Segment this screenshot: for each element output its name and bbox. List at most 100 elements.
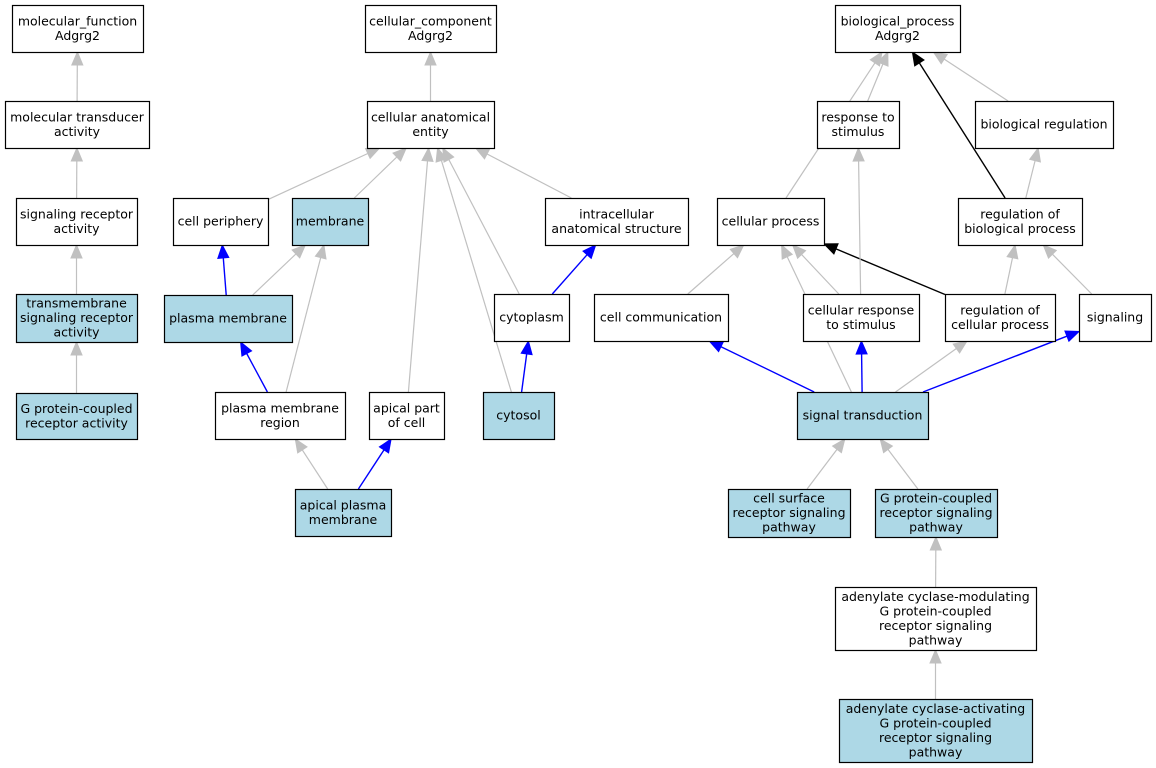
term-node-label-line: cellular process — [722, 214, 820, 229]
term-node-box — [593, 293, 730, 343]
term-node-label-line: Adgrg2 — [875, 28, 920, 43]
term-node-label-line: pathway — [909, 744, 963, 759]
term-node-box — [716, 197, 826, 247]
edge-line — [1051, 253, 1093, 295]
term-node-sig_trans[interactable]: signal transduction — [796, 391, 930, 441]
term-node-label-line: cellular response — [808, 302, 915, 317]
edge-resp_stim-to-bp_root — [867, 50, 889, 102]
term-node-box — [834, 4, 962, 54]
term-node-label-line: G protein-coupled — [879, 715, 991, 730]
term-node-label-line: biological process — [964, 221, 1076, 236]
edge-arrowhead — [520, 339, 533, 356]
edge-sig_trans-to-reg_cell — [895, 340, 969, 393]
term-node-signaling[interactable]: signaling — [1078, 293, 1153, 343]
term-node-box — [11, 4, 145, 54]
edge-arrowhead — [876, 50, 889, 67]
term-node-box — [294, 488, 393, 538]
term-node-bio_reg[interactable]: biological regulation — [974, 100, 1115, 150]
edge-sig_trans-to-cell_resp — [855, 339, 868, 393]
edge-arrowhead — [314, 243, 327, 260]
term-node-label-line: response to — [821, 109, 894, 124]
edge-arrowhead — [791, 244, 807, 260]
term-node-label-line: apical part — [373, 400, 440, 415]
term-node-cytosol[interactable]: cytosol — [482, 391, 556, 441]
edge-line — [858, 160, 862, 295]
edge-line — [835, 248, 946, 296]
edge-arrowhead — [378, 437, 392, 454]
term-node-label-line: Adgrg2 — [408, 28, 453, 43]
term-node-label-line: anatomical structure — [551, 221, 681, 236]
term-node-membrane[interactable]: membrane — [291, 197, 370, 247]
term-node-label-line: to stimulus — [826, 317, 895, 332]
edge-reg_bio-to-bio_reg — [1025, 146, 1042, 199]
term-node-cell_comm[interactable]: cell communication — [593, 293, 730, 343]
term-node-label-line: activity — [53, 221, 100, 236]
edge-arrowhead — [474, 147, 491, 160]
term-node-label-line: receptor signaling — [732, 505, 845, 520]
edge-arrowhead — [294, 437, 308, 454]
term-node-label-line: biological regulation — [980, 117, 1107, 132]
term-node-box — [482, 391, 556, 441]
edge-cell_resp-to-cell_process — [791, 244, 840, 295]
edge-arrowhead — [1028, 146, 1042, 163]
edge-line — [222, 257, 227, 296]
term-node-label-line: regulation of — [980, 206, 1060, 221]
edge-arrowhead — [911, 50, 925, 67]
term-node-label-line: cytoplasm — [499, 310, 564, 325]
term-node-label-line: signaling receptor — [20, 310, 134, 325]
term-node-cell_process[interactable]: cellular process — [716, 197, 826, 247]
edge-arrowhead — [70, 243, 83, 259]
edge-cell_resp-to-resp_stim — [852, 146, 865, 295]
term-node-box — [1078, 293, 1153, 343]
term-node-box — [727, 488, 852, 539]
term-node-label-line: signaling receptor — [20, 206, 134, 221]
term-node-label-line: adenylate cyclase-activating — [846, 701, 1026, 716]
edge-line — [801, 254, 840, 295]
term-node-cytoplasm[interactable]: cytoplasm — [493, 293, 571, 343]
term-node-cell_periphery[interactable]: cell periphery — [172, 197, 270, 247]
term-node-label-line: plasma membrane — [169, 311, 287, 326]
term-node-box — [368, 391, 446, 441]
edge-arrowhead — [932, 51, 949, 65]
edge-sig_trans-to-signaling — [922, 330, 1081, 393]
term-node-label-line: intracellular — [579, 206, 655, 221]
edge-line — [520, 353, 528, 393]
edge-line — [486, 153, 572, 199]
edge-arrowhead — [952, 340, 969, 354]
term-node-box — [838, 698, 1034, 764]
term-node-box — [364, 4, 498, 54]
edge-arrowhead — [852, 146, 865, 162]
edge-arrowhead — [291, 244, 307, 259]
edge-arrowhead — [929, 648, 942, 664]
term-node-label-line: signal transduction — [803, 408, 923, 423]
term-node-plasma_membrane[interactable]: plasma membrane — [163, 294, 294, 344]
term-node-box — [834, 586, 1038, 652]
edge-gpcr_pathway-to-sig_trans — [879, 437, 919, 490]
edge-cytosol-to-cell_anat — [435, 146, 512, 393]
term-node-label-line: G protein-coupled — [879, 603, 991, 618]
edge-arrowhead — [435, 146, 448, 163]
term-node-label-line: molecular_function — [18, 13, 137, 28]
edge-arrowhead — [879, 437, 894, 454]
term-node-label-line: cellular_component — [369, 13, 492, 28]
